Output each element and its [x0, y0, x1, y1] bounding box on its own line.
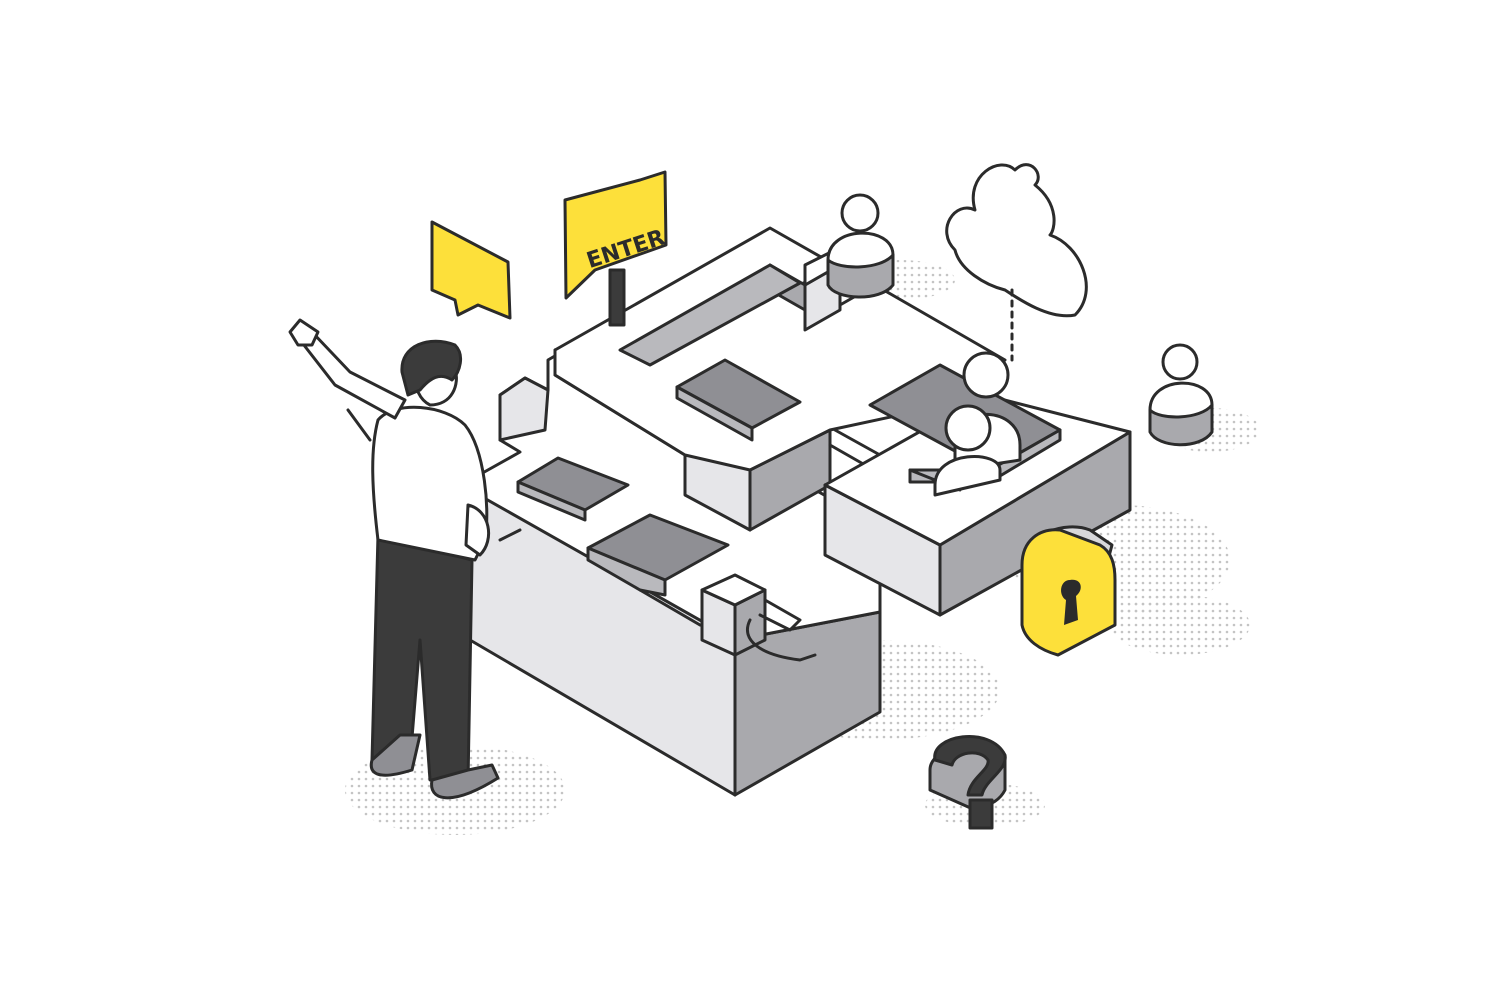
people-in-maze: [933, 351, 1022, 497]
cloud-icon: [945, 163, 1088, 362]
keyhole-lock-icon: [1020, 525, 1117, 657]
person-icon-top: [826, 193, 895, 299]
speech-bubble-icon: [430, 220, 512, 320]
person-icon-right: [1148, 343, 1214, 447]
maze-block-left: [468, 348, 882, 797]
question-mark-icon: [928, 735, 1007, 830]
person-figure: [288, 318, 500, 800]
